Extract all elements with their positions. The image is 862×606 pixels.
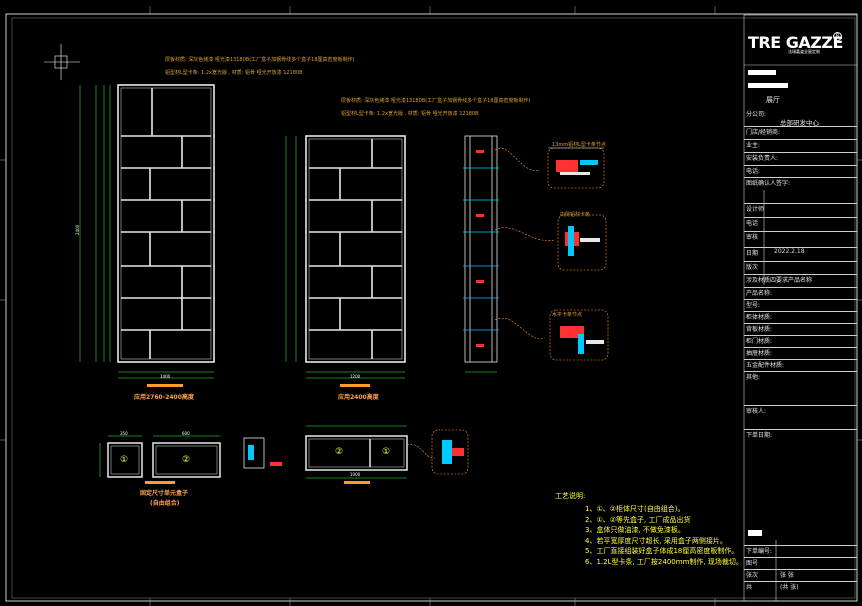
detail-3-content xyxy=(560,326,604,354)
annotation-top-left-1: 层板材质: 深灰色烤漆 哑光漆13180B(工厂盒子加钢骨线多个盒子18厘高密度… xyxy=(165,57,355,63)
tb-row: 电话 xyxy=(744,217,857,230)
assembly-box-1-label: ① xyxy=(382,447,391,457)
drawing-inner-border xyxy=(11,17,856,599)
tb-row: 门店/经销商: xyxy=(744,126,857,139)
detail-bubble-2 xyxy=(494,214,607,271)
tb-row: 柜体材质: xyxy=(744,311,857,323)
side-section-marks xyxy=(463,167,499,331)
caption-boxes: 固定尺寸单元盒子 xyxy=(140,490,189,497)
tb-row: 图号 xyxy=(744,557,857,569)
mid-width-dim: 1200 xyxy=(350,374,361,379)
bottom-assembly-dims xyxy=(306,425,407,479)
box2-width-dim: 600 xyxy=(182,431,190,436)
bottom-side-profile xyxy=(243,437,282,469)
registered-mark-icon: R xyxy=(833,32,842,41)
title-block: 门店/经销商: 业主: 安装负责人: 电话: 图纸确认人签字: 设计师 电话 审… xyxy=(744,15,857,601)
left-width-dim: 1400 xyxy=(160,374,171,379)
tb-row: 下单日期: xyxy=(744,429,857,441)
side-section xyxy=(464,135,498,363)
box-unit-2 xyxy=(152,442,221,478)
box-2-label: ② xyxy=(182,455,191,465)
left-height-dim: 2400 xyxy=(75,224,80,235)
assembly-box-2-label: ② xyxy=(335,447,344,457)
box-label-bar xyxy=(145,481,175,484)
detail-2-label: 内侧铝材卡条 xyxy=(560,212,591,218)
box-dims xyxy=(99,435,220,477)
side-section-red-marks xyxy=(476,150,484,347)
annotation-top-mid-2: 铝型材L型卡条: 1.2x宽光版 , 材质: 铝骨 哑光开放漆 12180B xyxy=(341,111,479,117)
tb-row: 版次 xyxy=(744,261,857,274)
brand-logo: TRE GAZZE xyxy=(748,33,843,52)
left-cabinet-label-bar xyxy=(147,384,183,387)
detail-3-label: 水平卡条节点 xyxy=(552,312,583,318)
box-unit-1 xyxy=(107,442,143,478)
crosshair-cursor-icon xyxy=(44,44,80,80)
mid-cabinet xyxy=(305,135,406,363)
tb-row: 设计师 xyxy=(744,203,857,216)
tb-row: 五金配件材质: xyxy=(744,359,857,371)
date-value: 2022.2.18 xyxy=(774,248,805,255)
caption-boxes-sub: (自由组合) xyxy=(150,500,180,507)
branch-label: 分公司: xyxy=(746,111,767,118)
frame-ticks xyxy=(0,6,862,606)
title-block-redacted-marks xyxy=(748,70,788,536)
note-item: 4、若平宽厚度尺寸超长, 采用盒子两侧接片。 xyxy=(585,536,727,545)
tb-row: 安装负责人: xyxy=(744,152,857,165)
bottom-total-dim: 1000 xyxy=(350,472,361,477)
tb-row: 产品名称: xyxy=(744,287,857,299)
mid-cabinet-dims xyxy=(285,136,405,379)
note-item: 5、工厂直接组装好盒子体成18厘高密度板制作。 xyxy=(585,547,739,556)
tb-row: 图纸确认人签字: xyxy=(744,177,857,190)
project-value: 展厅 xyxy=(766,96,780,104)
tb-row: 柜门材质: xyxy=(744,335,857,347)
detail-bubble-1 xyxy=(494,147,605,189)
box-1-label: ① xyxy=(120,455,129,465)
tb-row: 张次张 张 xyxy=(744,569,857,581)
bottom-assembly xyxy=(305,435,408,471)
annotation-top-left-2: 铝型材L型卡条: 1.2x宽光版 , 材质: 铝骨 哑光开放漆 12180B xyxy=(165,70,303,76)
brand-logo-subtitle: 法瑞嘉姿全屋定制 xyxy=(788,49,820,54)
bottom-detail-bubble xyxy=(406,429,469,475)
detail-1-label: 13mm铝材L型卡条节点 xyxy=(552,142,606,148)
detail-1-content xyxy=(548,147,604,175)
tb-row: 背板材质: xyxy=(744,323,857,335)
tb-row: 审核人: xyxy=(744,405,857,417)
tb-row: 审核 xyxy=(744,231,857,244)
annotation-top-mid-1: 层板材质: 深灰色烤漆 哑光漆13180B(工厂盒子加钢骨线多个盒子18厘高密度… xyxy=(341,98,531,104)
tb-row: 业主: xyxy=(744,139,857,152)
tb-row: 下单编号: xyxy=(744,545,857,557)
tb-row: 涉及材质四要求产品名称 xyxy=(744,274,857,287)
tb-row: 抽屉材质: xyxy=(744,347,857,359)
bottom-detail-content xyxy=(442,440,464,464)
tb-row: 电话: xyxy=(744,165,857,178)
notes-title: 工艺说明: xyxy=(555,492,586,500)
note-item: 6、1.2L型卡条, 工厂按2400mm制作, 现场裁切。 xyxy=(585,557,743,566)
left-cabinet-dims xyxy=(79,85,214,379)
tb-row: 共(共 张) xyxy=(744,581,857,593)
left-cabinet xyxy=(117,84,215,363)
branch-value: 总部研发中心 xyxy=(780,119,819,127)
note-item: 2、①、②等先盒子, 工厂成品出货 xyxy=(585,515,691,524)
tb-row: 其他: xyxy=(744,371,857,383)
caption-mid-cabinet: 应用2400高度 xyxy=(338,394,379,401)
detail-2-content xyxy=(565,226,600,256)
caption-left-cabinet: 应用2760-2400高度 xyxy=(134,394,194,401)
note-item: 3、盒体只做油漆, 不做免漆板。 xyxy=(585,526,685,535)
detail-bubble-3 xyxy=(494,309,609,361)
box1-width-dim: 350 xyxy=(120,431,128,436)
note-item: 1、①、②柜体尺寸(自由组合)。 xyxy=(585,505,685,513)
notes-list: 1、①、②柜体尺寸(自由组合)。 2、①、②等先盒子, 工厂成品出货 3、盒体只… xyxy=(585,504,770,568)
title-block-frame xyxy=(743,14,858,602)
tb-row: 型号: xyxy=(744,299,857,311)
mid-cabinet-label-bar xyxy=(340,384,370,387)
bottom-label-bar xyxy=(344,481,370,484)
